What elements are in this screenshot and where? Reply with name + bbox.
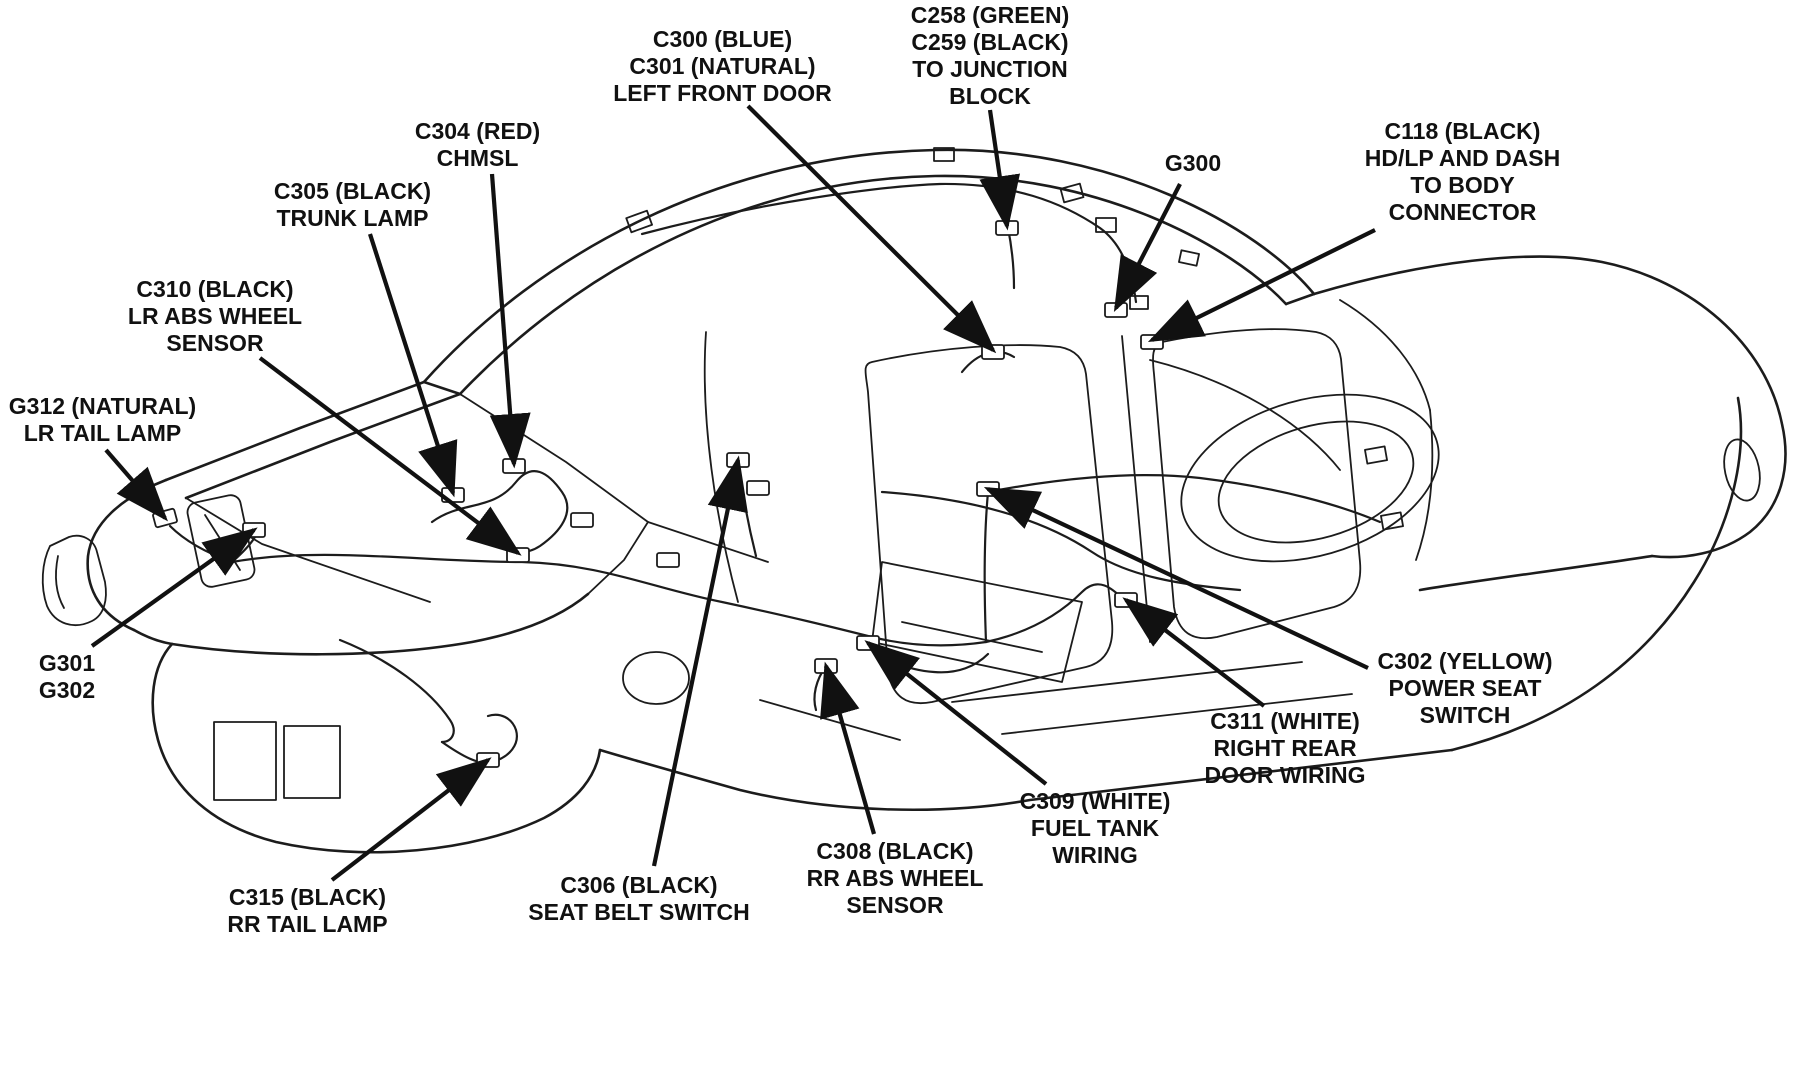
label-c304-chmsl: C304 (RED) CHMSL [414, 118, 541, 171]
label-g301-g302: G301 G302 [38, 650, 96, 703]
body-outline [88, 150, 1786, 852]
label-c309-fuel-tank-wiring: C309 (WHITE) FUEL TANK WIRING [1019, 788, 1171, 868]
label-c315-rr-tail-lamp: C315 (BLACK) RR TAIL LAMP [227, 884, 388, 937]
label-c300-c301-left-front-door: C300 (BLUE) C301 (NATURAL) LEFT FRONT DO… [613, 26, 832, 106]
harness-runs [170, 184, 1380, 763]
label-c118-hdlp-dash-body-connector: C118 (BLACK) HD/LP AND DASH TO BODY CONN… [1364, 118, 1561, 225]
label-g300: G300 [1164, 150, 1222, 176]
label-c310-lr-abs-wheel-sensor: C310 (BLACK) LR ABS WHEEL SENSOR [127, 276, 303, 356]
label-c302-power-seat-switch: C302 (YELLOW) POWER SEAT SWITCH [1377, 648, 1553, 728]
label-c311-right-rear-door-wiring: C311 (WHITE) RIGHT REAR DOOR WIRING [1204, 708, 1366, 788]
leader-arrows [92, 106, 1375, 880]
label-c308-rr-abs-wheel-sensor: C308 (BLACK) RR ABS WHEEL SENSOR [806, 838, 984, 918]
label-c306-seat-belt-switch: C306 (BLACK) SEAT BELT SWITCH [528, 872, 750, 925]
label-c258-c259-junction-block: C258 (GREEN) C259 (BLACK) TO JUNCTION BL… [910, 2, 1070, 109]
label-g312-lr-tail-lamp: G312 (NATURAL) LR TAIL LAMP [8, 393, 197, 446]
label-c305-trunk-lamp: C305 (BLACK) TRUNK LAMP [273, 178, 432, 231]
